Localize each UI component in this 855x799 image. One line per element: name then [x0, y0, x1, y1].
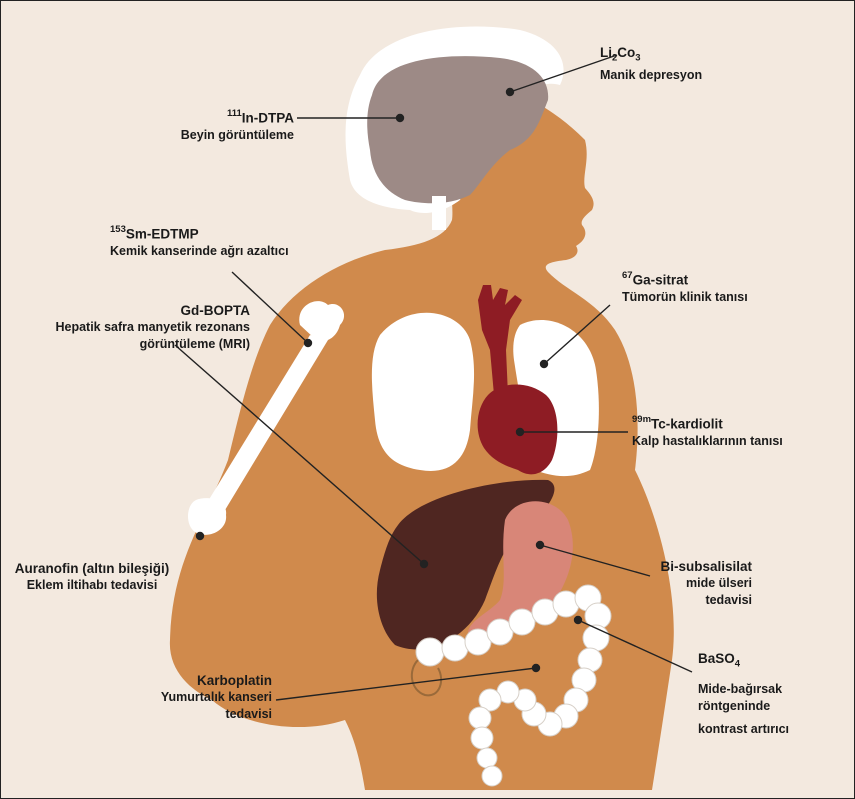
label-bi-subsalisilat: Bi-subsalisilat mide ülseri tedavisi	[640, 558, 752, 609]
label-gd-bopta: Gd-BOPTA Hepatik safra manyetik rezonans…	[40, 302, 250, 353]
label-sm-edtmp: 153Sm-EDTMP Kemik kanserinde ağrı azaltı…	[110, 222, 289, 260]
label-baso4: BaSO4 Mide-bağırsak röntgeninde kontrast…	[698, 650, 855, 738]
label-tc-kardiolit: 99mTc-kardiolit Kalp hastalıklarının tan…	[632, 412, 783, 450]
label-karboplatin: Karboplatin Yumurtalık kanseri tedavisi	[140, 672, 272, 723]
spinal-cord	[432, 196, 446, 230]
label-li2co3: Li2Co3 Manik depresyon	[600, 44, 702, 84]
label-in-dtpa: 111In-DTPA Beyin görüntüleme	[150, 106, 294, 144]
right-lung	[372, 313, 474, 471]
label-ga-sitrat: 67Ga-sitrat Tümorün klinik tanısı	[622, 268, 748, 306]
label-auranofin: Auranofin (altın bileşiği) Eklem iltihab…	[6, 560, 178, 594]
